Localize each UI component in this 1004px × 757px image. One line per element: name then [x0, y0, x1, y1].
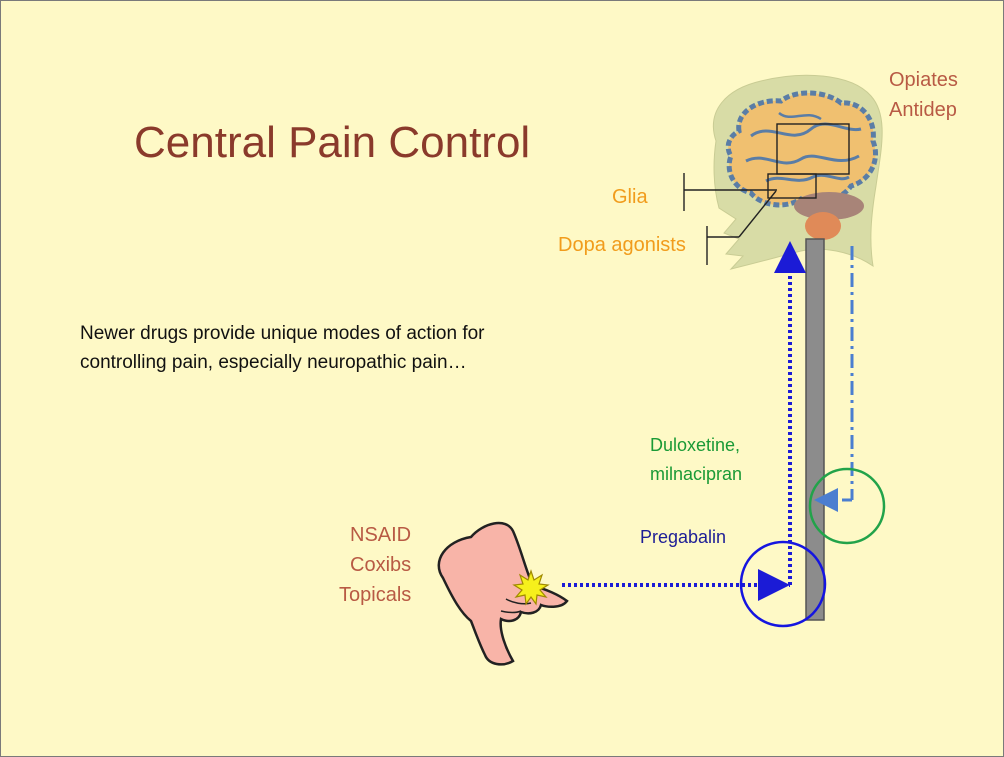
pregabalin-label: Pregabalin [640, 527, 726, 548]
glia-label: Glia [612, 186, 648, 209]
slide-title: Central Pain Control [134, 118, 530, 168]
spinal-cord [806, 239, 824, 620]
hand-icon [439, 523, 567, 664]
duloxetine-milnacipran-label: Duloxetine, milnacipran [650, 431, 742, 489]
opiates-label: Opiates [889, 65, 958, 95]
dopa-agonists-label: Dopa agonists [558, 234, 686, 257]
nsaid-coxibs-topicals-label: NSAID Coxibs Topicals [339, 520, 411, 610]
descending-pathway-arrow [826, 246, 852, 500]
milnacipran-label: milnacipran [650, 460, 742, 489]
topicals-label: Topicals [339, 580, 411, 610]
nsaid-label: NSAID [339, 520, 411, 550]
body-text-line-1: Newer drugs provide unique modes of acti… [80, 319, 485, 348]
opiates-antidep-label: Opiates Antidep [889, 65, 958, 125]
duloxetine-label: Duloxetine, [650, 431, 742, 460]
body-text-line-2: controlling pain, especially neuropathic… [80, 348, 485, 377]
body-text: Newer drugs provide unique modes of acti… [80, 319, 485, 377]
antidep-label: Antidep [889, 95, 958, 125]
coxibs-label: Coxibs [339, 550, 411, 580]
